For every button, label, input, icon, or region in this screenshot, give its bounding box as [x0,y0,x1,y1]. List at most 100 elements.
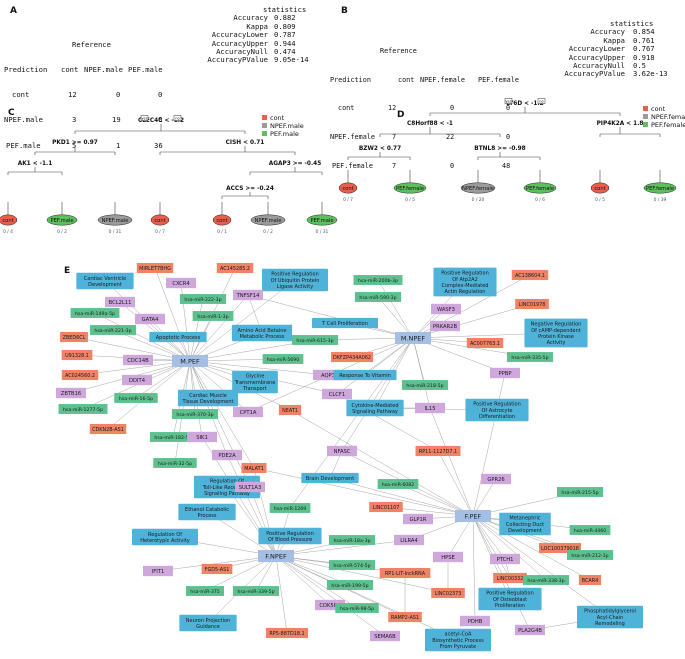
network-node-lnc [511,269,549,281]
statistics-title: statistics [610,19,654,28]
matrix-cell: 0 [506,133,511,142]
network-node-gene [56,387,86,399]
network-node-label: Positive Regulation [271,272,319,278]
matrix-cell: 5 [72,140,77,150]
tree-branch [429,107,621,116]
network-node-gene [327,445,357,457]
network-node-label: M.PEF [180,358,200,366]
stat-value: 3.62e-13 [633,69,668,79]
network-node-label: Regulation Of [210,479,244,485]
split-label: AGAP3 >= -0.45 [269,161,321,167]
network-node-label: Positive Regulation [486,591,534,597]
network-node-label: hsa-miR-1269 [274,506,307,512]
tree-branch [74,124,246,134]
network-edge [472,372,506,517]
network-node-mirna [569,525,611,535]
network-node-label: LINC02373 [435,591,462,597]
yes-box [504,98,513,104]
column-header: NPEF.female [420,75,466,84]
network-node-label: Of Astrocyte [481,408,512,414]
matrix-cell: 19 [112,115,121,125]
matrix-cell: 1 [116,140,121,150]
leaf-count: 0 / 31 [109,229,122,235]
network-node-mirna [186,586,224,596]
leaf-label: cont [594,186,605,192]
network-node-mirna [377,479,419,489]
split-label: CLEC4C < -1.2 [138,118,184,124]
network-node-label: AC007763.1 [470,341,500,347]
network-node-label: HPSE [441,555,455,561]
leaf-count: 0 / 6 [535,197,545,203]
network-node-gene [135,313,165,325]
network-node-label: hsa-miR-615-3p [296,338,333,344]
network-node-label: CLCF1 [329,392,345,398]
network-edge [447,515,474,558]
leaf-count: 0 / 2 [263,229,273,235]
legend-swatch [643,106,648,111]
network-node-gene [235,481,265,493]
network-node-lnc [431,587,465,599]
network-node-mirna [262,354,304,364]
network-edge [275,539,410,557]
matrix-cell: 3 [72,115,77,125]
network-node-label: Metanephric [509,516,540,522]
network-node-label: Guidance [196,624,220,630]
tree-branch [347,152,411,160]
matrix-cell: 0 [158,115,163,125]
network-edge [189,360,251,488]
network-edge [73,336,191,362]
network-node-lnc [61,369,99,381]
stat-value: 0.918 [633,52,655,62]
network-node-label: PRKAR2B [433,324,457,330]
network-node-label: Ligase Activity [277,284,313,290]
network-node-gene [431,303,461,315]
network-node-label: SEMA6B [374,634,396,640]
leaf-label: NPEF.male [102,218,129,224]
network-node-label: PDE2A [218,453,236,459]
network-edge [189,294,249,362]
split-label: CISH < 0.71 [226,140,265,146]
leaf-count: 0 / 1 [217,229,227,235]
matrix-cell: 0 [116,90,121,100]
network-node-mirna [328,535,376,545]
network-node-mirna [566,550,614,560]
network-node-label: hsa-miR-1-3p [197,314,228,320]
network-node-process [179,614,237,632]
network-node-label: CPT1A [240,410,257,416]
network-edge [275,555,358,609]
reference-label: Reference [380,46,417,55]
network-node-gene [233,406,263,418]
network-node-label: hsa-miR-212-3p [571,553,608,559]
network-edge [275,555,449,594]
tree-branch [221,192,269,199]
network-edge [226,486,277,557]
network-node-mirna [179,294,227,304]
legend-swatch [643,114,648,119]
stat-value: 0.761 [633,35,655,45]
network-node-lnc [578,574,602,586]
network-edge [189,279,296,362]
network-node-label: DKFZP434A062 [333,355,371,361]
network-node-lnc [61,349,93,361]
row-label: NPEF.male [4,115,43,125]
network-node-label: GPR26 [487,477,504,483]
network-node-label: Amino Acid Betaine [238,328,287,334]
leaf-count: 0 / 39 [654,197,667,203]
network-node-label: Transmembrane [234,380,276,386]
network-node-gene [481,473,511,485]
network-node-label: Of cAMP-dependent [531,328,581,334]
network-node-label: Activity [547,340,566,346]
network-node-process [258,527,322,545]
network-node-lnc [466,337,504,349]
network-node-gene [490,553,520,565]
network-edge [189,360,228,456]
network-node-label: Of Ubiquitin Protein [271,278,320,284]
tree-branch [34,146,116,155]
network-node-lnc [136,262,174,274]
network-edge [157,555,277,572]
leaf-label: cont [2,218,13,224]
leaf-count: 0 / 5 [405,197,415,203]
network-node-label: Signaling Pathway [204,491,250,497]
stat-value: 0.854 [633,27,655,37]
